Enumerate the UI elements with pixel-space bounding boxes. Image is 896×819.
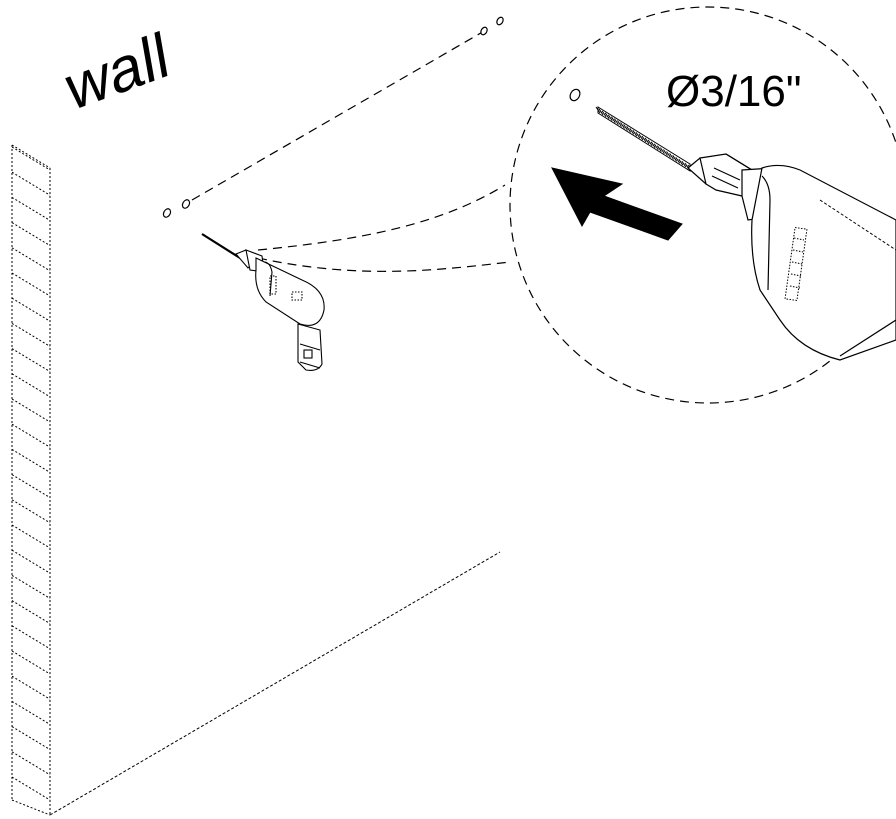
wall-brick-line [11, 499, 51, 524]
detail-drill [595, 106, 896, 361]
wall-brick-line [11, 297, 51, 322]
wall-face [49, 551, 501, 816]
wall-brick-line [11, 600, 51, 625]
wall-holes [162, 16, 504, 218]
bit-flute [595, 106, 601, 114]
wall-brick-line [11, 675, 51, 700]
arrow-icon [551, 167, 683, 241]
wall-brick-line [11, 751, 51, 776]
bit-flute [663, 149, 668, 156]
wall-brick-line [11, 196, 51, 221]
wall-brick-line [11, 272, 51, 297]
wall-brick-line [11, 625, 51, 650]
bit-flute [626, 126, 632, 133]
bit-flute [623, 124, 629, 131]
bit-flute [635, 131, 641, 139]
wall-brick-line [11, 574, 51, 599]
bit-flute [656, 145, 662, 152]
bit-flute [629, 127, 635, 135]
bit-flute [601, 110, 607, 118]
bit-flute [647, 139, 653, 147]
wall-brick-line [11, 776, 51, 801]
bit-flute [641, 135, 647, 143]
wall-brick-line [11, 524, 51, 549]
bit-flute [650, 141, 656, 149]
bit-flute [669, 153, 675, 160]
bit-flute [620, 122, 625, 129]
wall-brick-line [11, 398, 51, 423]
bit-flute [653, 143, 659, 151]
drill-bit-size-label: Ø3/16" [666, 67, 802, 116]
guide-lines [191, 29, 511, 272]
bit-flute [644, 137, 650, 145]
bit-flute [610, 116, 616, 123]
wall-brick-line [11, 171, 51, 196]
bit-flute [604, 112, 610, 120]
wall-brick-line [11, 549, 51, 574]
bit-flute [681, 160, 687, 168]
bit-flute [672, 155, 678, 162]
bit-flute [638, 133, 644, 141]
wall-brick-line [11, 146, 51, 171]
hole-far-left [480, 26, 488, 36]
wall-brick-line [11, 247, 51, 272]
detail-drill-bit [595, 106, 693, 172]
wall-brick-line [11, 700, 51, 725]
wall-edge [11, 144, 51, 816]
wall-brick-line [11, 222, 51, 247]
bit-flute [675, 156, 681, 164]
wall-brick-line [11, 650, 51, 675]
wall-brick-line [11, 348, 51, 373]
wall-brick-line [11, 448, 51, 473]
bit-flute [678, 158, 684, 166]
wall-brick-line [11, 322, 51, 347]
wall-brick-line [11, 373, 51, 398]
hole-near-left [162, 208, 172, 218]
wall-brick-line [11, 423, 51, 448]
wall-brick-line [11, 474, 51, 499]
wall-brick-lines [11, 146, 51, 801]
bit-flute [617, 120, 622, 127]
bit-flute [659, 147, 665, 154]
bit-flute [613, 118, 619, 125]
wall-brick-line [11, 726, 51, 751]
bit-flute [598, 108, 604, 116]
hole-near-right [181, 199, 191, 209]
bit-flute [666, 151, 671, 158]
bit-flute [632, 129, 638, 137]
power-drill-icon [201, 233, 325, 371]
bit-flute [607, 114, 613, 122]
detail-hole [569, 88, 581, 102]
hole-far-right [496, 16, 504, 26]
